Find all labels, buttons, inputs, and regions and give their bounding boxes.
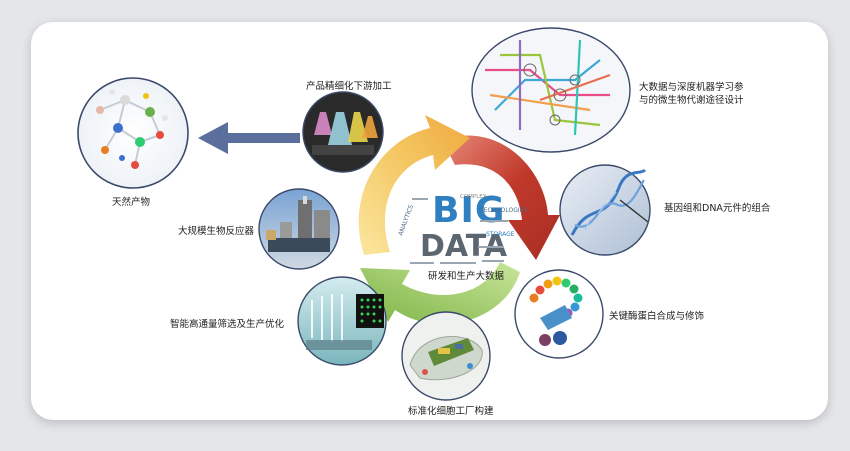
label-hts-optimization: 智能高通量筛选及生产优化 [170,319,285,330]
big-data-word-cloud: BIG DATA TECHNOLOGIES STORAGE ANALYTICS … [397,190,527,264]
cloud-word-complex: COMPLEX [460,194,487,200]
label-ml-pathway-design: 大数据与深度机器学习参与的微生物代谢途径设计 [639,82,744,106]
label-enzyme-synthesis: 关键酶蛋白合成与修饰 [609,311,705,322]
node-cell-factory [401,311,491,401]
flasks-illustration [312,112,378,155]
cloud-word-storage: STORAGE [486,231,515,238]
pointer-arrow [198,122,300,154]
cycle-arrow-green [360,262,520,325]
node-ml-pathway-design [471,27,631,153]
label-natural-products: 天然产物 [112,197,151,208]
node-genome-dna-assembly [559,164,651,256]
bioreactor-plant-illustration [266,196,330,252]
node-bioreactor [258,188,340,270]
cycle-arrow-yellow [358,115,470,255]
cloud-word-technologies: TECHNOLOGIES [479,207,527,214]
cycle-arrow-red [442,135,560,260]
node-natural-products [77,77,189,189]
protein-beads-illustration [529,276,583,346]
cloud-word-analytics: ANALYTICS [397,204,415,237]
label-cell-factory: 标准化细胞工厂构建 [408,406,494,417]
cloud-big-text: BIG [432,190,505,231]
dna-helix-illustration [570,168,649,236]
label-bioreactor: 大规模生物反应器 [178,226,255,237]
lab-screening-illustration [306,294,384,350]
node-enzyme-synthesis [514,269,604,359]
cell-factory-illustration [409,336,483,381]
metabolic-map-illustration [485,39,611,136]
label-downstream-processing: 产品精细化下游加工 [306,81,392,92]
center-caption: 研发和生产大数据 [428,271,505,282]
node-hts-optimization [297,276,387,366]
node-downstream-processing [302,91,384,173]
cycle-arrows [358,115,560,325]
label-genome-dna-assembly: 基因组和DNA元件的组合 [664,203,771,214]
